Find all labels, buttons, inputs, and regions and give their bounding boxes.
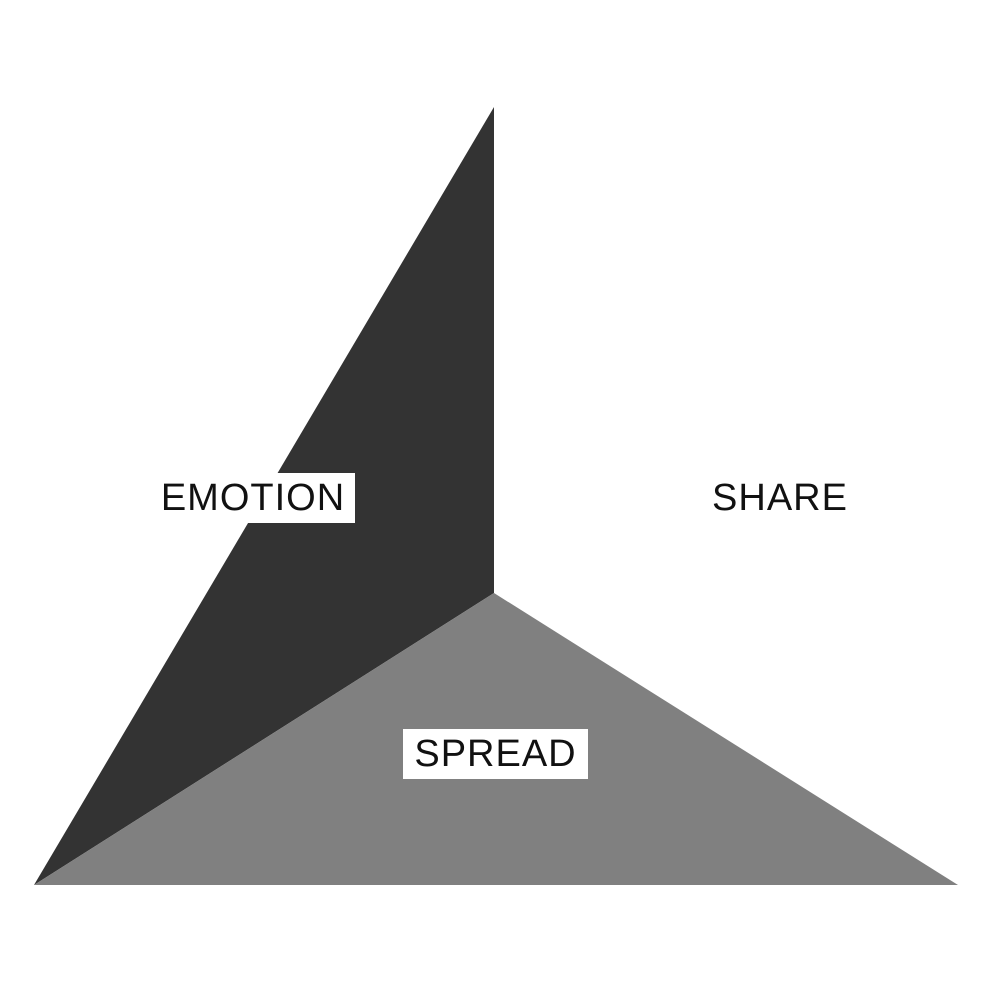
share-label: SHARE: [710, 473, 850, 523]
emotion-label: EMOTION: [151, 473, 355, 523]
spread-label: SPREAD: [403, 729, 588, 779]
